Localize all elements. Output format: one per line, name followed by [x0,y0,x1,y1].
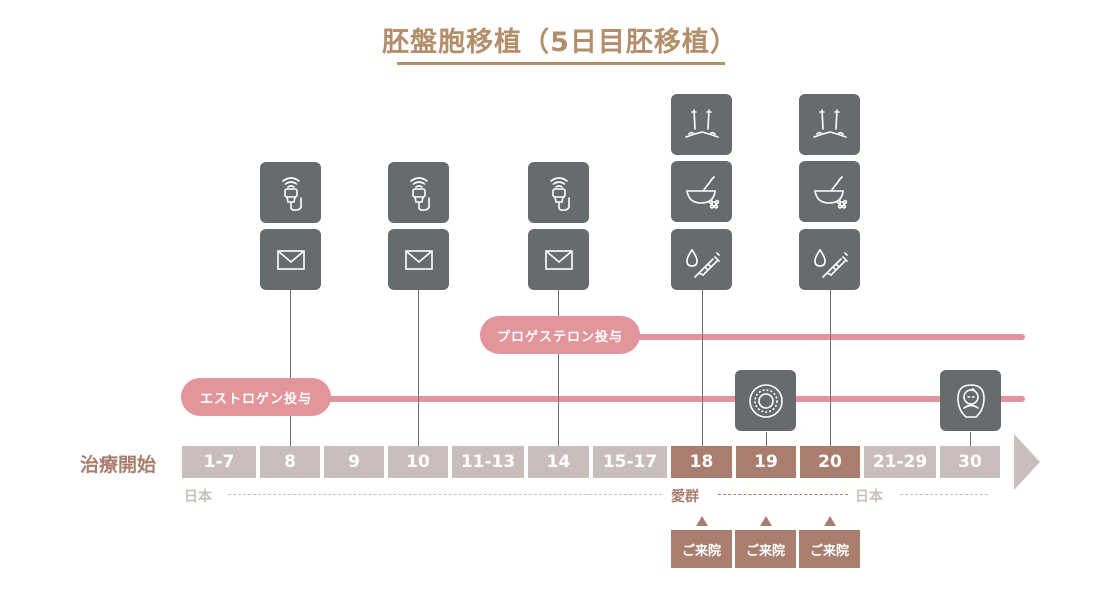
day-cell: 19 [736,446,796,478]
day-cell: 8 [260,446,320,478]
title-underline [397,62,725,65]
day-cell: 30 [940,446,1000,478]
blood-injection-icon [671,229,732,290]
progesterone-label: プロゲステロン投与 [480,316,640,354]
acupuncture-icon [799,94,860,155]
connector-day18 [702,290,703,446]
connector-day19 [766,432,767,446]
mail-icon [528,229,589,290]
ultrasound-icon [388,162,449,223]
ultrasound-icon [528,162,589,223]
acupuncture-icon [671,94,732,155]
progesterone-bar [560,334,1025,340]
visit-badge: ご来院 [735,530,796,568]
blood-injection-icon [799,229,860,290]
connector-day30 [970,432,971,446]
herbal-medicine-icon [671,161,732,222]
connector-day14 [558,290,559,446]
visit-badge: ご来院 [799,530,860,568]
estrogen-bar [220,396,1025,402]
mail-icon [388,229,449,290]
visit-marker [824,516,836,526]
visit-marker [760,516,772,526]
page-title: 胚盤胞移植（5日目胚移植） [382,27,738,58]
visit-marker [696,516,708,526]
day-cell: 11-13 [452,446,524,478]
visit-badge: ご来院 [671,530,732,568]
baby-icon [940,370,1001,431]
day-cell: 10 [388,446,448,478]
herbal-medicine-icon [799,161,860,222]
estrogen-label: エストロゲン投与 [181,378,331,416]
location-japan-dash [228,494,662,495]
treatment-start-label: 治療開始 [80,454,157,476]
ultrasound-icon [260,162,321,223]
connector-day8 [290,290,291,446]
day-cell: 1-7 [182,446,256,478]
day-cell: 20 [800,446,860,478]
mail-icon [260,229,321,290]
location-aigun-dash [718,494,848,495]
connector-day10 [418,290,419,446]
location-japan-label: 日本 [855,489,883,505]
embryo-icon [735,370,796,431]
day-cell: 14 [528,446,589,478]
day-cell: 21-29 [864,446,936,478]
day-cell: 18 [671,446,732,478]
day-cell: 15-17 [593,446,667,478]
location-aigun-label: 愛群 [671,489,699,505]
timeline-arrowhead [1014,434,1040,490]
day-cell: 9 [324,446,384,478]
location-japan-label: 日本 [184,489,212,505]
location-japan-dash [900,494,988,495]
connector-day20 [830,290,831,446]
